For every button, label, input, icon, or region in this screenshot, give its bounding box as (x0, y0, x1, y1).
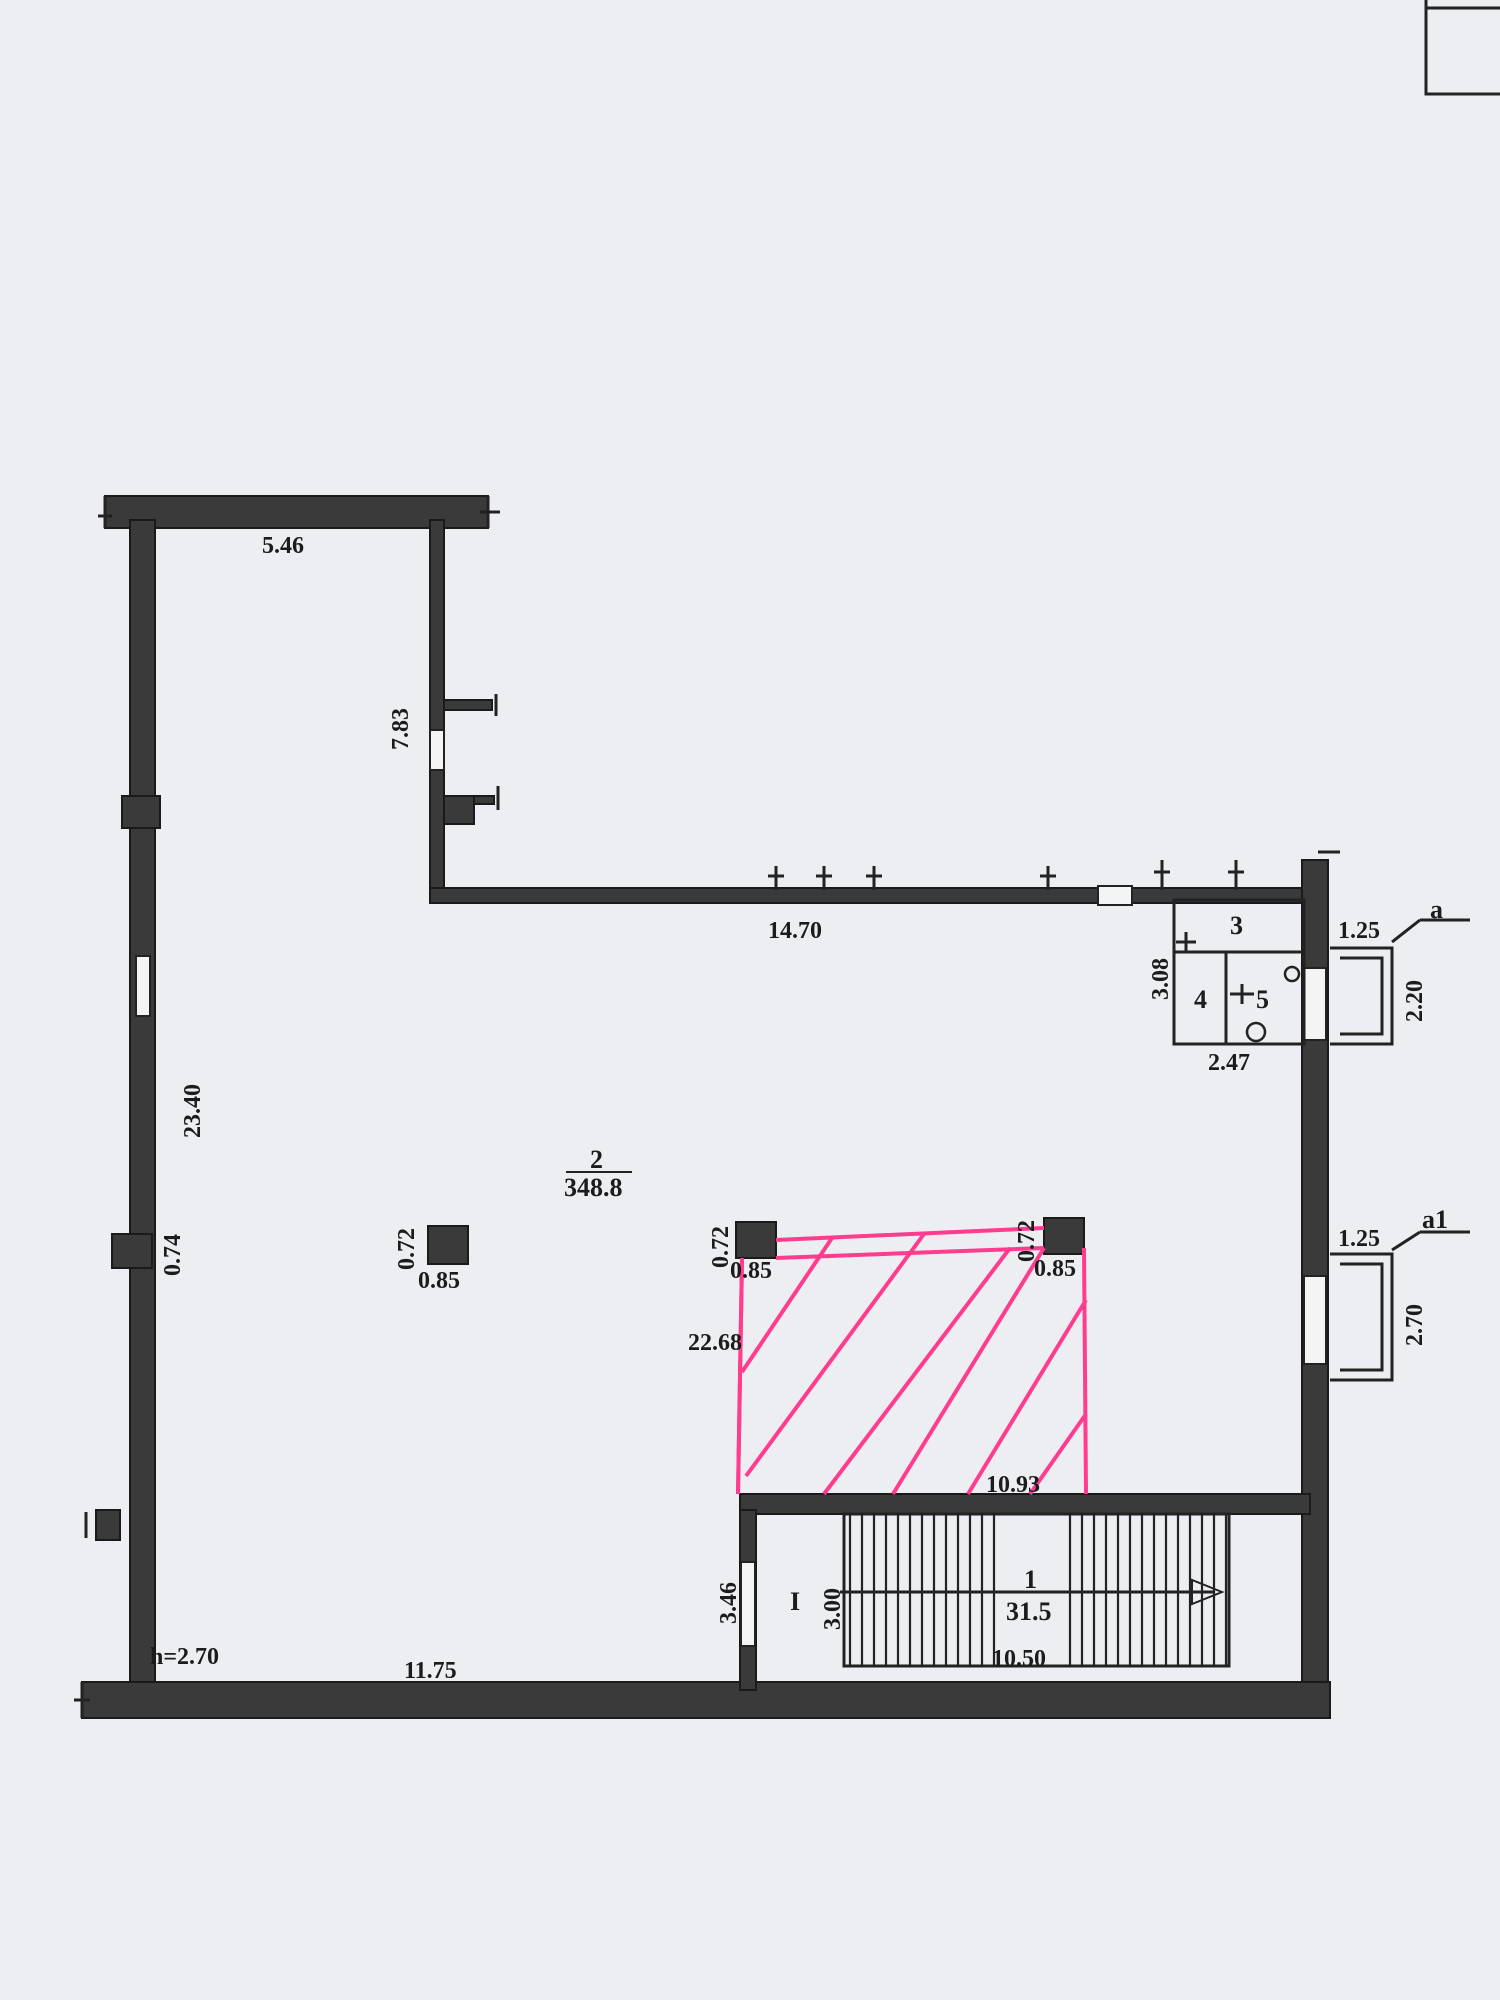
toilet-icon (1245, 1021, 1267, 1043)
room-1-area: 31.5 (1006, 1597, 1052, 1626)
highlight-hatch-lines (740, 1232, 1088, 1496)
wc-outline (1172, 898, 1306, 1046)
room-2-area: 348.8 (564, 1173, 623, 1202)
dim-column-3-depth: 0.85 (1034, 1256, 1076, 1282)
upper-east-wall-ticks (443, 694, 500, 825)
bay-a-leader (1391, 918, 1421, 944)
walls (74, 495, 1340, 1719)
columns (84, 795, 1085, 1541)
north-wall-ticks (768, 860, 1244, 890)
stair-outline (842, 1512, 1231, 1668)
title-block-fragment (1424, 0, 1500, 96)
sink-icon (1283, 965, 1301, 983)
dim-top-wall: 5.46 (262, 533, 304, 559)
dim-bay-a1-depth: 2.70 (1402, 1304, 1428, 1346)
dim-bay-a-depth: 2.20 (1402, 980, 1428, 1022)
dim-bay-a1-width: 1.25 (1338, 1226, 1380, 1252)
room-5-number: 5 (1256, 985, 1269, 1014)
north-wall-door (1097, 885, 1133, 906)
dim-column-1-width: 0.72 (394, 1228, 420, 1270)
dim-north-wall: 14.70 (768, 918, 822, 944)
dim-upper-wall-height: 7.83 (388, 708, 414, 750)
south-wall (81, 1681, 1331, 1719)
east-wall-window-a1 (1303, 1275, 1327, 1365)
room-2-number: 2 (590, 1145, 603, 1174)
west-pier-lower (111, 1233, 153, 1269)
west-wall-window (135, 955, 151, 1017)
stair-entry-opening (740, 1561, 756, 1647)
dim-stair-opening: 3.46 (716, 1582, 742, 1624)
west-pier-upper (121, 795, 161, 829)
wc-block (1172, 898, 1306, 1046)
bay-a1-leader (1391, 1230, 1421, 1252)
dim-column-1-depth: 0.85 (418, 1268, 460, 1294)
east-wall-window-a (1303, 967, 1327, 1041)
column-2 (735, 1221, 777, 1259)
west-wall (129, 519, 156, 1696)
upper-wall-opening (429, 729, 445, 771)
column-1 (427, 1225, 469, 1265)
dim-wc-height: 3.08 (1148, 958, 1174, 1000)
stair-marker: I (790, 1587, 800, 1616)
room-4-number: 4 (1194, 985, 1207, 1014)
dim-column-2-depth: 0.85 (730, 1258, 772, 1284)
ceiling-height: h=2.70 (150, 1644, 219, 1670)
west-pier-bottom (95, 1509, 121, 1541)
bay-a1-label: a1 (1422, 1205, 1448, 1234)
top-wall (104, 495, 489, 529)
room-1-number: 1 (1024, 1565, 1037, 1594)
stair-treads (848, 1514, 1228, 1666)
dim-stair-width: 10.50 (992, 1646, 1046, 1672)
dim-bay-a-width: 1.25 (1338, 918, 1380, 944)
upper-east-wall (429, 519, 445, 903)
room-3-number: 3 (1230, 911, 1243, 940)
dim-highlight-width: 10.93 (986, 1472, 1040, 1498)
labels: 5.46 7.83 14.70 23.40 0.74 2 348.8 0.72 … (150, 533, 1448, 1684)
dim-west-column: 0.74 (160, 1234, 186, 1276)
bay-a-label: a (1430, 895, 1443, 924)
dim-south-wall: 11.75 (404, 1658, 457, 1684)
dim-highlight-height: 22.68 (688, 1330, 742, 1356)
dim-column-3-width: 0.72 (1014, 1220, 1040, 1262)
dim-column-2-width: 0.72 (708, 1226, 734, 1268)
dim-stair-depth: 3.00 (820, 1588, 846, 1630)
dim-wc-width: 2.47 (1208, 1050, 1250, 1076)
dim-west-wall: 23.40 (180, 1084, 206, 1138)
windows (135, 729, 1327, 1647)
stair-arrowhead (1191, 1578, 1225, 1606)
highlighted-zone (736, 1226, 1088, 1496)
bay-a (1330, 918, 1470, 1046)
bay-a1 (1330, 1230, 1470, 1382)
column-3 (1043, 1217, 1085, 1255)
staircase (840, 1512, 1231, 1668)
